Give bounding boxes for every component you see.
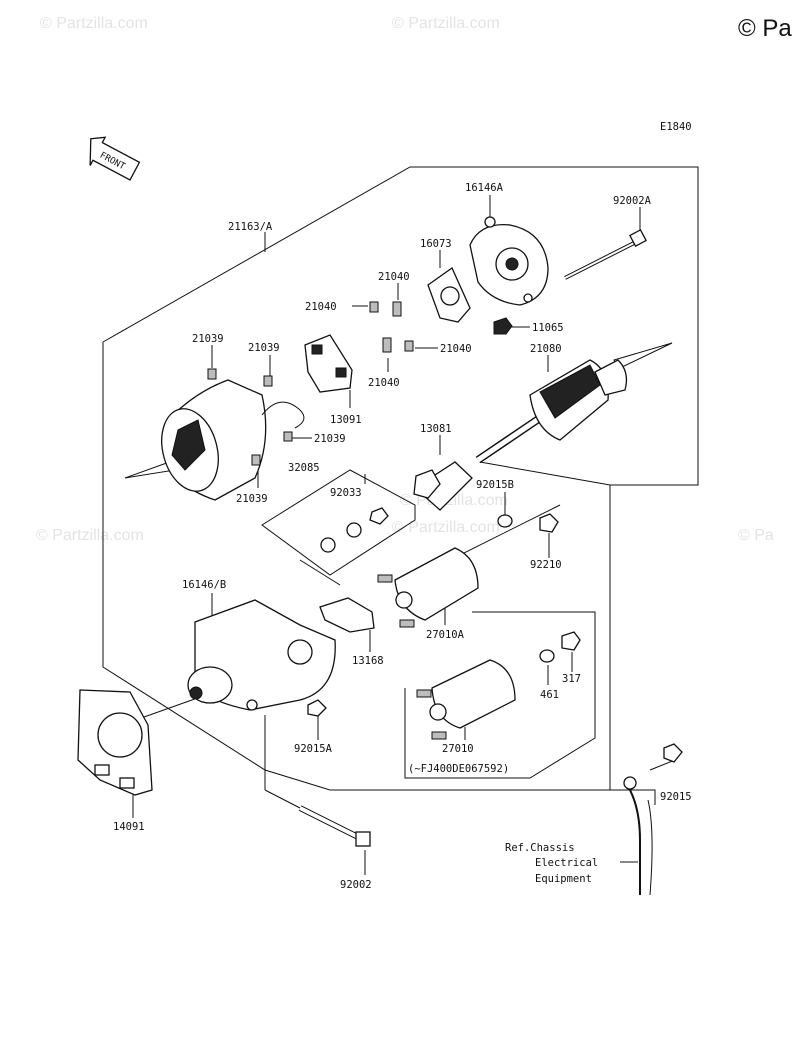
clutch-13081 (413, 461, 473, 511)
watermark: © Partzilla.com (36, 527, 144, 544)
part-label: 21039 (192, 333, 224, 345)
part-label: 92015A (294, 743, 333, 755)
part-label: 21039 (236, 493, 268, 505)
watermark: © Partzilla.com (392, 519, 500, 536)
springs-21040 (369, 301, 414, 353)
part-label: 21039 (314, 433, 346, 445)
part-label: 27010 (442, 743, 474, 755)
reference-line: Ref.Chassis (505, 842, 575, 854)
washer-461 (539, 649, 555, 663)
nut-kit (369, 507, 389, 525)
watermarks: © Partzilla.com © Partzilla.com © Partzi… (36, 15, 774, 544)
solenoid-alt-box (404, 611, 596, 779)
watermark: © Partzilla.com (392, 15, 500, 32)
part-label: 317 (562, 673, 581, 685)
part-label: 92002 (340, 879, 372, 891)
rear-cover-16146a (469, 216, 549, 306)
part-label: 92033 (330, 487, 362, 499)
part-label: 92015 (660, 791, 692, 803)
serial-note: (~FJ400DE067592) (408, 763, 509, 775)
part-label: 21040 (368, 377, 400, 389)
part-label: 92002A (613, 195, 652, 207)
reference-line: Equipment (535, 873, 592, 885)
nut-317 (561, 631, 581, 651)
part-label: 461 (540, 689, 559, 701)
plate-16073 (427, 267, 471, 323)
part-label: 16146A (465, 182, 504, 194)
brush-holder-13091 (304, 334, 353, 393)
part-label: 21080 (530, 343, 562, 355)
through-bolt-92002a (564, 229, 647, 280)
nut-92210 (539, 513, 559, 533)
part-label: 21040 (378, 271, 410, 283)
part-label: 92210 (530, 559, 562, 571)
ground-cable (623, 743, 683, 896)
ring-92033 (346, 522, 362, 538)
assembly-outline (102, 166, 699, 805)
axis-arrow (613, 342, 673, 369)
part-label: 14091 (113, 821, 145, 833)
part-labels: 21163/A 16146A 92002A 16073 21040 21040 … (113, 182, 692, 891)
part-label: 32085 (288, 462, 320, 474)
housing-16146b (187, 599, 336, 711)
diagram-code: E1840 (660, 121, 692, 133)
lever-13168 (319, 597, 375, 633)
part-label: 92015B (476, 479, 514, 491)
part-label: 21040 (305, 301, 337, 313)
copyright-text: © Pa (738, 15, 792, 42)
watermark: © Partzilla.com (40, 15, 148, 32)
solenoid-27010 (416, 659, 516, 740)
solenoid-27010a (377, 547, 479, 628)
bolt-92002 (298, 805, 371, 847)
part-label: 16146/B (182, 579, 226, 591)
part-label: 16073 (420, 238, 452, 250)
part-label: 13168 (352, 655, 384, 667)
armature-21080 (475, 359, 628, 464)
part-label: 13081 (420, 423, 452, 435)
part-label: 27010A (426, 629, 465, 641)
reference-line: Electrical (535, 857, 598, 869)
part-label: 21040 (440, 343, 472, 355)
front-arrow-icon: FRONT (89, 136, 141, 181)
kit-box-32085 (261, 469, 416, 576)
part-label: 21039 (248, 342, 280, 354)
part-label: 13091 (330, 414, 362, 426)
yoke-21163a (161, 368, 305, 501)
reference-note: Ref.Chassis Electrical Equipment (505, 842, 598, 885)
part-label: 11065 (532, 322, 564, 334)
nut-92015a (307, 699, 327, 717)
washer-kit (320, 537, 336, 553)
cover-14091 (77, 689, 153, 796)
part-label: 21163/A (228, 221, 273, 233)
nut-11065 (493, 317, 513, 335)
watermark: © Pa (738, 527, 774, 544)
washer-92015b (497, 514, 513, 528)
